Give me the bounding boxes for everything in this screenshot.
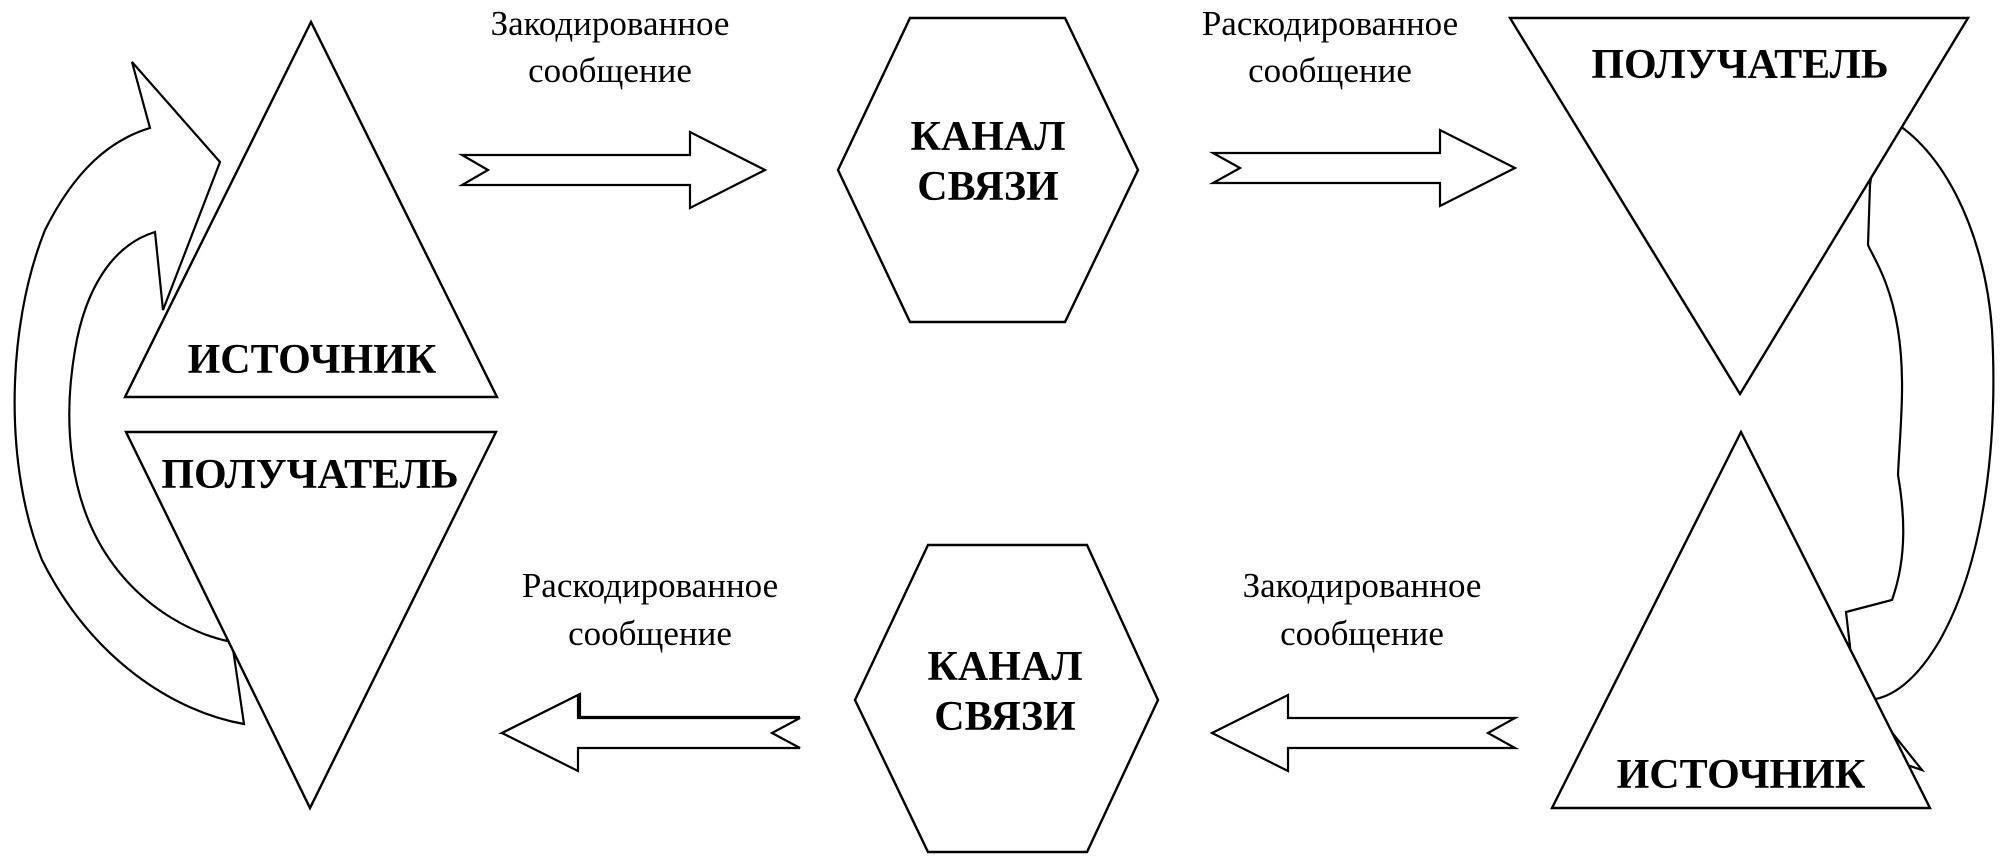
receiver-triangle-left	[124, 430, 498, 811]
bottom-left-message-line2: сообщение	[568, 614, 732, 653]
channel-bottom-line2: СВЯЗИ	[934, 694, 1075, 740]
left-feedback-curved-arrow	[13, 61, 246, 726]
channel-top-line1: КАНАЛ	[910, 114, 1065, 160]
source-label-left: ИСТОЧНИК	[188, 337, 437, 383]
right-feedback-curved-arrow	[1844, 113, 1995, 773]
channel-hexagon-top	[836, 16, 1140, 324]
channel-bottom-line1: КАНАЛ	[927, 644, 1082, 690]
receiver-triangle-right	[1507, 16, 1971, 397]
source-label-right: ИСТОЧНИК	[1617, 752, 1866, 798]
source-triangle-right	[1550, 429, 1932, 810]
top-right-message-line2: сообщение	[1248, 51, 1412, 90]
top-left-message-line2: сообщение	[528, 51, 692, 90]
receiver-label-left: ПОЛУЧАТЕЛЬ	[161, 452, 458, 498]
top-left-message-line1: Закодированное	[491, 4, 730, 43]
arrow-bottom-left-left-body	[499, 693, 801, 773]
top-right-message-line1: Раскодированное	[1202, 4, 1458, 43]
channel-hexagon-bottom	[853, 543, 1160, 854]
receiver-label-right: ПОЛУЧАТЕЛЬ	[1591, 42, 1888, 88]
arrow-top-right-right	[1208, 128, 1518, 208]
arrow-bottom-right-left	[1209, 693, 1520, 773]
bottom-right-message-line2: сообщение	[1280, 614, 1444, 653]
bottom-right-message-line1: Закодированное	[1243, 566, 1482, 605]
channel-top-line2: СВЯЗИ	[917, 164, 1058, 210]
source-triangle-left	[123, 19, 499, 399]
arrow-top-left-right	[457, 130, 768, 210]
bottom-left-message-line1: Раскодированное	[522, 566, 778, 605]
